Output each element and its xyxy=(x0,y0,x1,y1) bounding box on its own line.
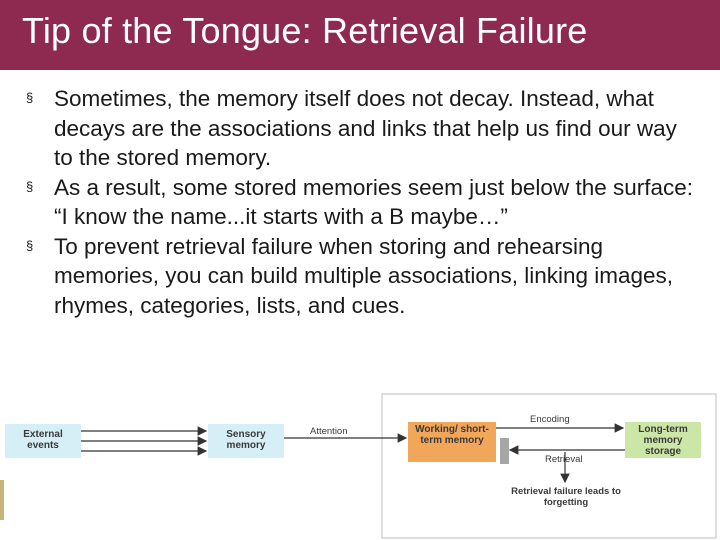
title-bar: Tip of the Tongue: Retrieval Failure xyxy=(0,0,720,70)
memory-model-diagram: External events Sensory memory Working/ … xyxy=(0,388,720,540)
retrieval-failure-label: Retrieval failure leads to forgetting xyxy=(511,486,621,508)
long-term-memory-box xyxy=(625,422,701,458)
encoding-label: Encoding xyxy=(530,414,570,425)
external-events-box xyxy=(5,424,81,458)
retrieval-label: Retrieval xyxy=(545,454,583,465)
bullet-text: To prevent retrieval failure when storin… xyxy=(54,233,674,318)
bullet-marker-icon: § xyxy=(26,178,34,194)
retrieval-block xyxy=(500,438,509,464)
left-edge-mark xyxy=(0,480,4,520)
bullet-item: § To prevent retrieval failure when stor… xyxy=(0,232,720,321)
diagram-graphics xyxy=(0,393,717,539)
bullet-item: § Sometimes, the memory itself does not … xyxy=(0,84,720,173)
attention-label: Attention xyxy=(310,426,348,437)
slide-title: Tip of the Tongue: Retrieval Failure xyxy=(22,10,588,51)
sensory-memory-box xyxy=(208,424,284,458)
bullet-text: Sometimes, the memory itself does not de… xyxy=(54,86,677,170)
long-term-memory-label: Long-term memory storage xyxy=(638,424,688,457)
bullet-marker-icon: § xyxy=(26,237,34,253)
working-memory-box xyxy=(408,422,496,462)
bullet-text: As a result, some stored memories seem j… xyxy=(54,174,694,230)
bullet-item: § As a result, some stored memories seem… xyxy=(0,173,720,232)
bullet-marker-icon: § xyxy=(26,90,34,105)
sensory-memory-label: Sensory memory xyxy=(226,429,266,451)
external-events-label: External events xyxy=(23,429,63,451)
working-memory-label: Working/ short-term memory xyxy=(415,424,489,446)
bullet-list: § Sometimes, the memory itself does not … xyxy=(0,84,720,320)
diagram-panel-border xyxy=(381,393,717,539)
